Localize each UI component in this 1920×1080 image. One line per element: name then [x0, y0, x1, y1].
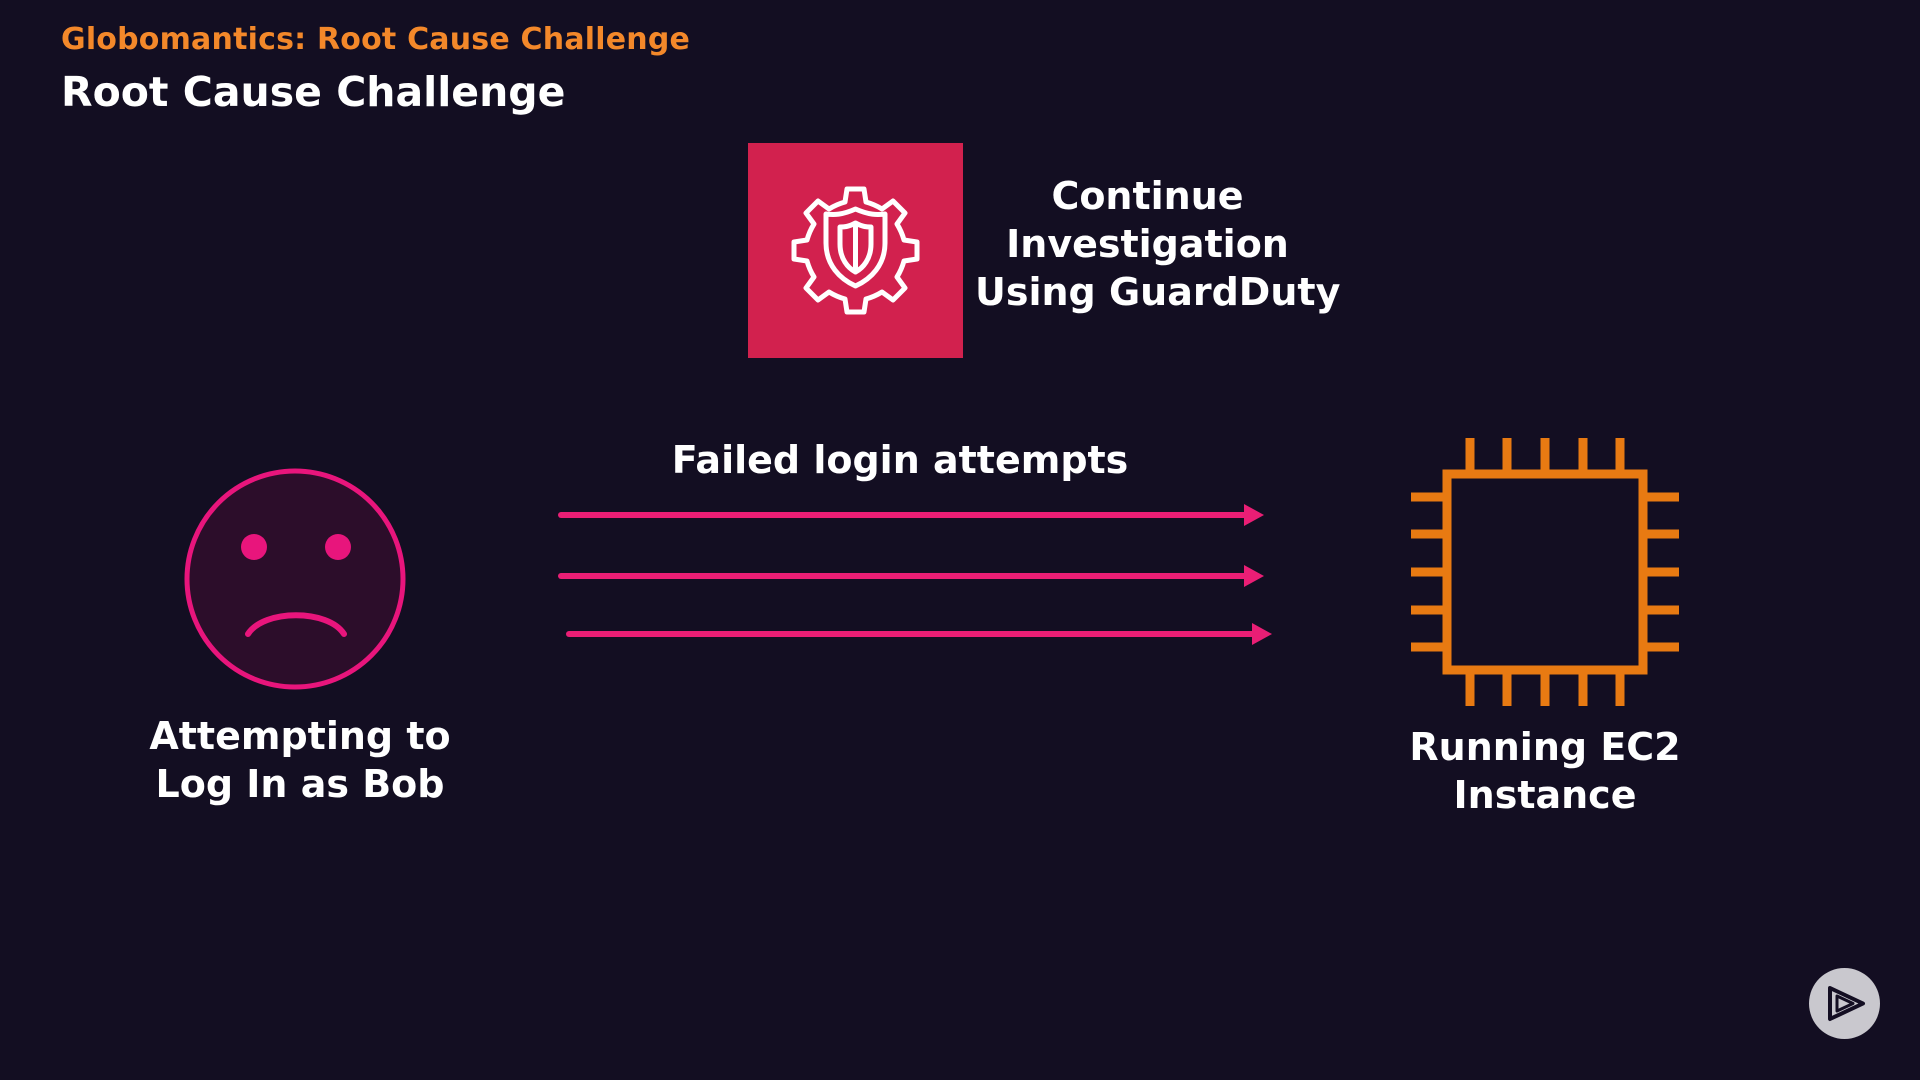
ec2-label-line-2: Instance — [1453, 773, 1637, 817]
play-button[interactable] — [1809, 968, 1880, 1039]
ec2-label-line-1: Running EC2 — [1409, 725, 1681, 769]
arrow-1 — [558, 504, 1264, 526]
pluralsight-play-icon — [1828, 986, 1865, 1021]
actor-label-line-2: Log In as Bob — [155, 762, 445, 806]
guardduty-tile — [748, 143, 963, 358]
slide-title: Root Cause Challenge — [61, 68, 566, 116]
actor-label-line-1: Attempting to — [149, 714, 451, 758]
actor-label: Attempting to Log In as Bob — [120, 712, 480, 808]
arrow-3 — [566, 623, 1272, 645]
guardduty-label: Continue Investigation Using GuardDuty — [975, 172, 1341, 316]
sad-face-icon — [180, 464, 410, 694]
guardduty-label-line-1: Continue — [1051, 174, 1244, 218]
guardduty-label-line-2: Investigation — [1006, 222, 1289, 266]
arrow-2 — [558, 565, 1264, 587]
ec2-label: Running EC2 Instance — [1360, 723, 1730, 819]
login-attempt-arrows — [550, 495, 1290, 655]
guardduty-label-line-3: Using GuardDuty — [975, 270, 1341, 314]
ec2-chip-icon — [1405, 432, 1685, 712]
flow-label: Failed login attempts — [671, 438, 1129, 482]
guardduty-shield-gear-icon — [791, 186, 920, 315]
course-eyebrow: Globomantics: Root Cause Challenge — [61, 22, 691, 57]
